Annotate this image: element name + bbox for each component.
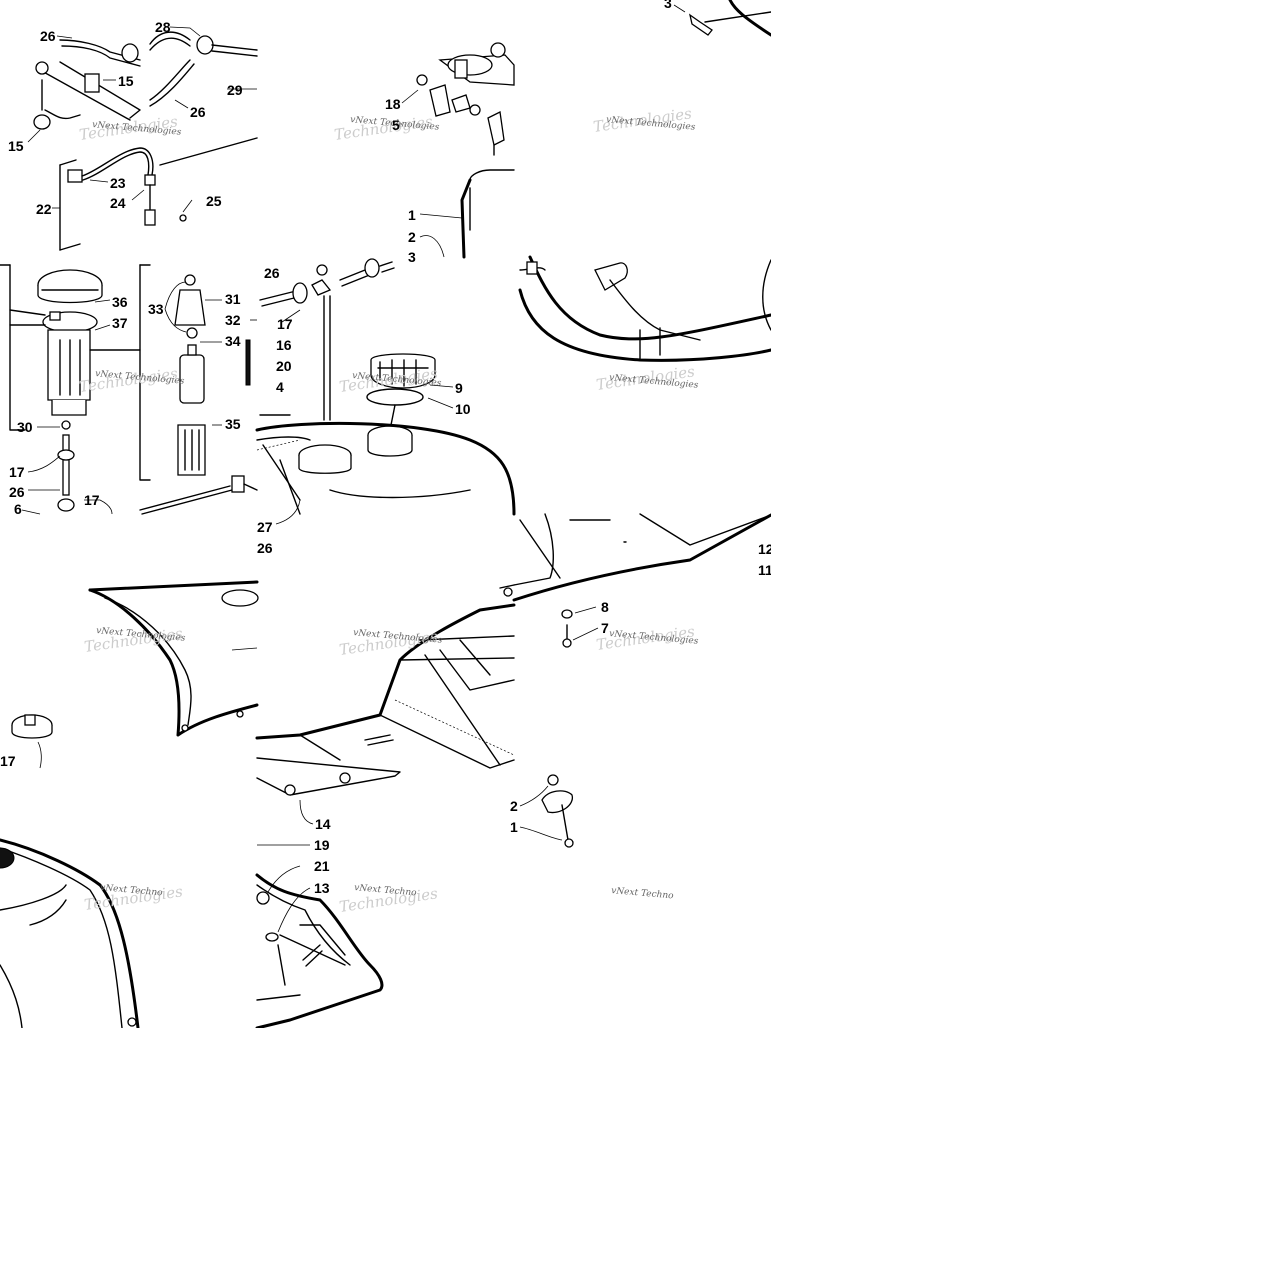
callout-2: 2 — [408, 229, 416, 245]
callout-20: 20 — [276, 358, 292, 374]
tile4-leaders — [21, 281, 257, 515]
callout-1: 1 — [408, 207, 416, 223]
callout-22: 22 — [36, 201, 52, 217]
callout-17d: 17 — [0, 753, 16, 769]
side-panel — [11, 580, 259, 769]
frame-corner — [673, 0, 773, 37]
watermark-truncated: vNext Techno — [611, 886, 675, 901]
callout-10: 10 — [455, 401, 471, 417]
watermarks: Technologies vNext Technologies Technolo… — [78, 104, 699, 916]
callout-11: 11 — [758, 562, 773, 578]
callout-25: 25 — [206, 193, 222, 209]
callout-35: 35 — [225, 416, 241, 432]
callout-26: 26 — [40, 28, 56, 44]
callout-26c: 26 — [9, 484, 25, 500]
callout-15: 15 — [118, 73, 134, 89]
callout-5: 5 — [392, 117, 400, 133]
frame-rail — [512, 513, 773, 848]
fuel-pump-assembly — [0, 264, 258, 515]
fuel-cap-valve — [416, 42, 515, 259]
callout-34: 34 — [225, 333, 241, 349]
callout-19: 19 — [314, 837, 330, 853]
callout-36: 36 — [112, 294, 128, 310]
callout-23: 23 — [110, 175, 126, 191]
callout-8: 8 — [601, 599, 609, 615]
callout-26e: 26 — [257, 540, 273, 556]
tank-top-shell — [0, 838, 140, 1030]
callout-3: 3 — [664, 0, 672, 11]
callout-26d: 26 — [264, 265, 280, 281]
fuel-tank-body — [518, 255, 773, 362]
callout-29: 29 — [227, 82, 243, 98]
callout-18: 18 — [385, 96, 401, 112]
callout-27: 27 — [257, 519, 273, 535]
tile5-leaders — [275, 309, 454, 525]
seat-front — [255, 844, 384, 1030]
callout-30: 30 — [17, 419, 33, 435]
callout-31: 31 — [225, 291, 241, 307]
callout-labels: 26 28 15 29 26 15 22 23 24 25 18 5 3 1 2… — [0, 0, 774, 896]
callout-24: 24 — [110, 195, 126, 211]
callout-9: 9 — [455, 380, 463, 396]
callout-32: 32 — [225, 312, 241, 328]
callout-13: 13 — [314, 880, 330, 896]
callout-4: 4 — [276, 379, 284, 395]
callout-28: 28 — [155, 19, 171, 35]
callout-3b: 3 — [408, 249, 416, 265]
callout-17c: 17 — [277, 316, 293, 332]
callout-33: 33 — [148, 301, 164, 317]
callout-37: 37 — [112, 315, 128, 331]
callout-1b: 1 — [510, 819, 518, 835]
callout-7: 7 — [601, 620, 609, 636]
callout-26b: 26 — [190, 104, 206, 120]
callout-15b: 15 — [8, 138, 24, 154]
hose-assembly — [33, 31, 258, 251]
seat-base — [255, 584, 516, 825]
callout-21: 21 — [314, 858, 330, 874]
callout-14: 14 — [315, 816, 331, 832]
callout-17b: 17 — [84, 492, 100, 508]
callout-17: 17 — [9, 464, 25, 480]
tile1-leaders — [27, 26, 257, 213]
callout-16: 16 — [276, 337, 292, 353]
cap-and-filler-neck — [255, 258, 516, 516]
tile2-leaders — [400, 89, 463, 258]
callout-2b: 2 — [510, 798, 518, 814]
callout-12: 12 — [758, 541, 774, 557]
callout-6: 6 — [14, 501, 22, 517]
